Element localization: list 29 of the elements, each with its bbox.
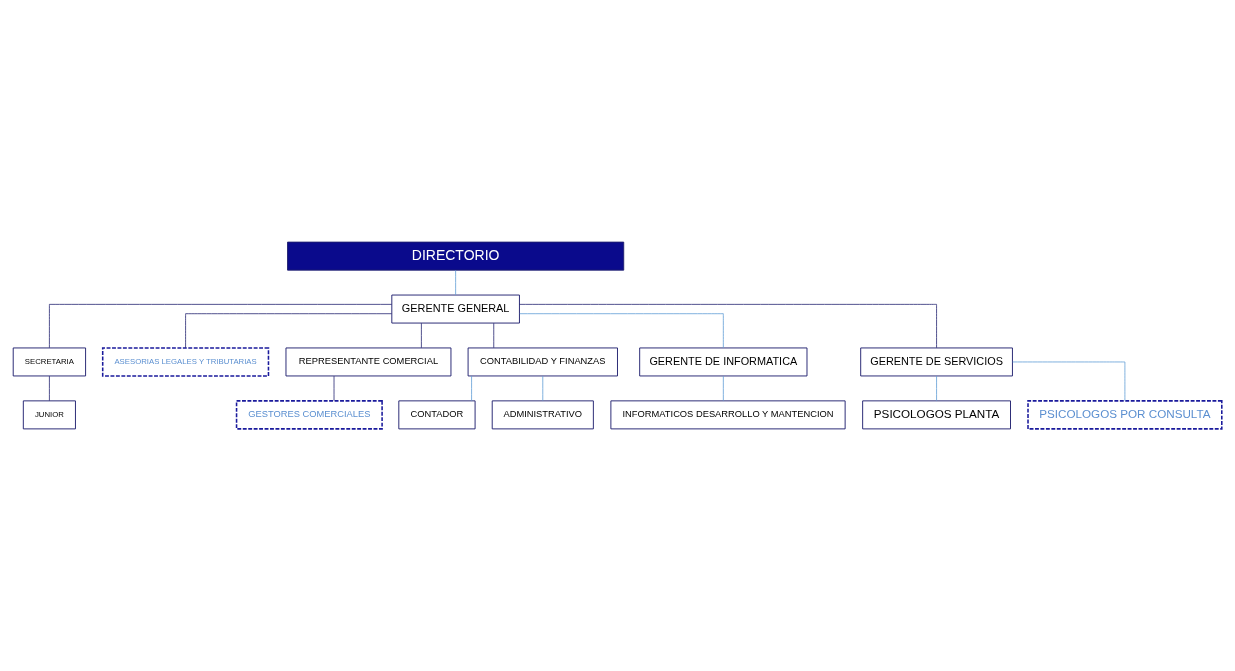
connector — [519, 313, 724, 349]
connector — [722, 375, 724, 402]
connector — [333, 375, 335, 402]
connector — [542, 375, 544, 402]
connector — [1012, 361, 1126, 402]
node-box: ASESORIAS LEGALES Y TRIBUTARIAS — [101, 347, 270, 377]
connector — [49, 304, 393, 349]
connector — [49, 375, 50, 402]
node-box: GERENTE GENERAL — [391, 294, 520, 324]
connector — [519, 304, 937, 349]
connector — [493, 322, 495, 349]
connector — [421, 322, 422, 349]
connector — [471, 375, 472, 402]
connector — [185, 313, 393, 349]
node-box: GERENTE DE INFORMATICA — [639, 347, 808, 377]
node-box: SECRETARIA — [12, 347, 87, 377]
node-box: GERENTE DE SERVICIOS — [860, 347, 1013, 377]
connector — [936, 375, 937, 402]
node-box: CONTABILIDAD Y FINANZAS — [467, 347, 618, 377]
connector — [455, 269, 456, 296]
node-box: ADMINISTRATIVO — [491, 400, 594, 430]
node-box: INFORMATICOS DESARROLLO Y MANTENCION — [610, 400, 846, 430]
node-box: PSICOLOGOS POR CONSULTA — [1027, 400, 1223, 430]
node-box: CONTADOR — [398, 400, 476, 430]
node-box: PSICOLOGOS PLANTA — [862, 400, 1011, 430]
node-box: REPRESENTANTE COMERCIAL — [285, 347, 452, 377]
node-box: DIRECTORIO — [287, 241, 625, 271]
node-box: JUNIOR — [22, 400, 76, 430]
node-box: GESTORES COMERCIALES — [235, 400, 383, 430]
